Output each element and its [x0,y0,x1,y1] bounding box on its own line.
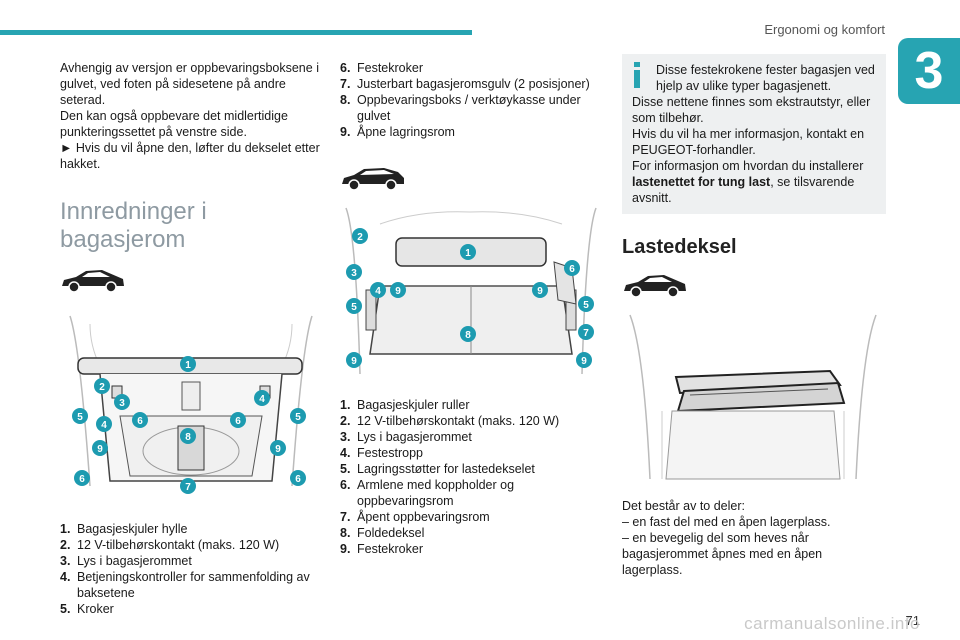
svg-text:1: 1 [465,248,471,259]
info-text: Disse nettene finnes som ekstrautstyr, e… [632,95,871,125]
svg-text:5: 5 [77,412,83,423]
legend-list-1-continued: 6.Festekroker 7.Justerbart bagasjeromsgu… [340,60,602,140]
section-heading: Innredninger i bagasjerom [60,198,207,253]
svg-text:4: 4 [259,394,265,405]
car-silhouette-icon [624,275,686,298]
list-item: 5.Kroker [60,602,114,616]
info-icon [634,62,640,88]
svg-text:9: 9 [537,286,543,297]
svg-text:6: 6 [569,264,575,275]
svg-text:9: 9 [97,444,103,455]
car-silhouette-icon [342,168,404,191]
intro-paragraph: Den kan også oppbevare det midlertidige … [60,109,288,139]
svg-text:8: 8 [185,432,191,443]
list-item: 1.Bagasjeskjuler hylle [60,522,188,536]
chapter-tab: 3 [898,38,960,104]
svg-text:2: 2 [357,232,363,243]
list-item: 8.Foldedeksel [340,526,425,540]
column-3: Disse festekrokene fester bagasjen ved h… [622,54,886,578]
boot-illustration-2: 1 2 3 4 5 5 6 7 8 9 9 9 9 [345,207,597,375]
list-item: 9.Festekroker [340,542,423,556]
svg-text:9: 9 [351,356,357,367]
svg-text:4: 4 [101,420,107,431]
svg-text:3: 3 [119,398,125,409]
page-number: 71 [905,613,920,628]
list-item: 4.Festestropp [340,446,424,460]
list-item: 3.Lys i bagasjerommet [60,554,192,568]
parcel-shelf-illustration [629,314,877,480]
list-item: 7.Justerbart bagasjeromsgulv (2 posisjon… [340,77,590,91]
column-2: 6.Festekroker 7.Justerbart bagasjeromsgu… [340,60,602,557]
list-item: 6.Festekroker [340,61,423,75]
svg-text:2: 2 [99,382,105,393]
list-item: 3.Lys i bagasjerommet [340,430,472,444]
svg-text:9: 9 [395,286,401,297]
intro-paragraph: Avhengig av versjon er oppbevaringsbokse… [60,61,319,107]
svg-text:6: 6 [235,416,241,427]
svg-text:9: 9 [581,356,587,367]
section-heading: Lastedeksel [622,236,737,258]
list-item: 5.Lagringsstøtter for lastedekselet [340,462,535,476]
svg-text:4: 4 [375,286,381,297]
svg-text:7: 7 [185,482,191,493]
svg-text:9: 9 [275,444,281,455]
svg-text:3: 3 [351,268,357,279]
svg-text:6: 6 [79,474,85,485]
car-silhouette-icon [62,270,124,293]
list-item: 6.Armlene med koppholder og oppbevarings… [340,478,515,508]
description-text: – en bevegelig del som heves når bagasje… [622,531,823,577]
boot-illustration-1: 1 2 3 4 4 5 5 6 6 6 6 7 8 9 9 [69,315,313,494]
header-accent-bar [0,30,472,35]
legend-list-1: 1.Bagasjeskjuler hylle 2.12 V-tilbehørsk… [60,521,322,617]
svg-text:6: 6 [137,416,143,427]
info-text: Hvis du vil ha mer informasjon, kontakt … [632,127,865,157]
svg-text:5: 5 [295,412,301,423]
legend-list-2: 1.Bagasjeskjuler ruller 2.12 V-tilbehørs… [340,397,602,557]
list-item: 4.Betjeningskontroller for sammenfolding… [60,570,310,600]
list-item: 9.Åpne lagringsrom [340,125,455,139]
description-text: Det består av to deler: [622,499,745,513]
column-1: Avhengig av versjon er oppbevaringsbokse… [60,60,322,617]
callout-markers: 1 2 3 4 4 5 5 6 6 6 6 7 8 9 9 [72,356,306,494]
list-item: 8.Oppbevaringsboks / verktøykasse under … [340,93,581,123]
info-box: Disse festekrokene fester bagasjen ved h… [622,54,886,214]
description-text: – en fast del med en åpen lagerplass. [622,515,831,529]
cover-description: Det består av to deler: – en fast del me… [622,498,886,578]
svg-text:1: 1 [185,360,191,371]
info-text: For informasjon om hvordan du installere… [632,159,864,205]
list-item: 1.Bagasjeskjuler ruller [340,398,470,412]
svg-text:5: 5 [351,302,357,313]
svg-text:7: 7 [583,328,589,339]
svg-text:6: 6 [295,474,301,485]
watermark: carmanualsonline.info [744,614,920,633]
list-item: 2.12 V-tilbehørskontakt (maks. 120 W) [340,414,560,428]
info-text: Disse festekrokene fester bagasjen ved h… [656,63,875,93]
header-title: Ergonomi og komfort [764,22,885,37]
list-item: 2.12 V-tilbehørskontakt (maks. 120 W) [60,538,280,552]
svg-text:8: 8 [465,330,471,341]
instruction-step: Hvis du vil åpne den, løfter du dekselet… [60,140,322,172]
svg-text:5: 5 [583,300,589,311]
list-item: 7.Åpent oppbevaringsrom [340,510,490,524]
